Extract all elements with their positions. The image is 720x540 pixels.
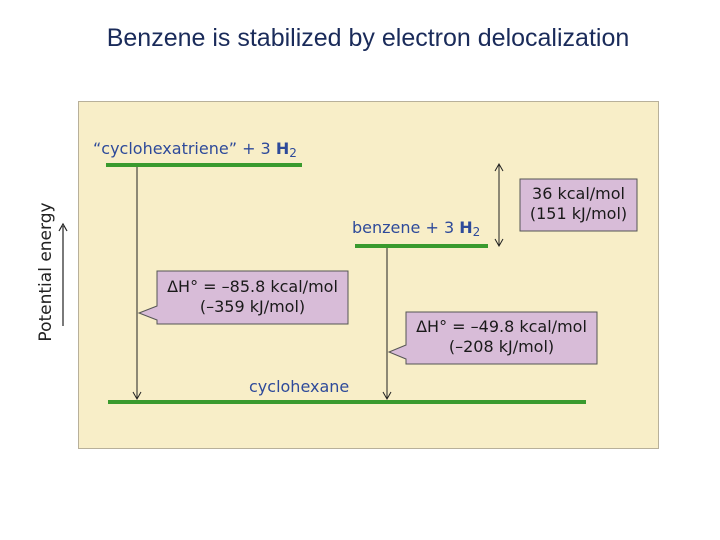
page-title: Benzene is stabilized by electron deloca… [106, 24, 630, 52]
energy-diagram-panel: “cyclohexatriene” + 3 H2 benzene + 3 H2 … [78, 101, 659, 449]
benzene-drop-arrow [382, 248, 392, 401]
triene-drop-arrow [132, 167, 142, 401]
benzene-label: benzene + 3 H2 [352, 218, 481, 239]
stabilization-kj: (151 kJ/mol) [529, 204, 628, 223]
stabilization-kcal: 36 kcal/mol [532, 184, 625, 203]
y-axis-arrow-icon [58, 222, 68, 326]
benzene-enthalpy-callout [387, 311, 598, 365]
stabilization-callout [519, 178, 638, 232]
triene-enthalpy-callout [137, 270, 349, 325]
benzene-enthalpy-text: ΔH° = –49.8 kcal/mol (–208 kJ/mol) [406, 317, 597, 357]
energy-diagram-svg [106, 162, 638, 404]
stabilization-text: 36 kcal/mol (151 kJ/mol) [520, 184, 637, 224]
triene-enthalpy-kcal: ΔH° = –85.8 kcal/mol [167, 277, 338, 296]
cyclohexane-label: cyclohexane [249, 377, 350, 396]
triene-enthalpy-kj: (–359 kJ/mol) [199, 297, 306, 316]
triene-enthalpy-text: ΔH° = –85.8 kcal/mol (–359 kJ/mol) [157, 277, 348, 317]
cyclohexatriene-label: “cyclohexatriene” + 3 H2 [93, 139, 297, 160]
y-axis-label: Potential energy [36, 202, 56, 342]
stabilization-double-arrow [494, 162, 504, 248]
benzene-enthalpy-kcal: ΔH° = –49.8 kcal/mol [416, 317, 587, 336]
benzene-enthalpy-kj: (–208 kJ/mol) [448, 337, 555, 356]
